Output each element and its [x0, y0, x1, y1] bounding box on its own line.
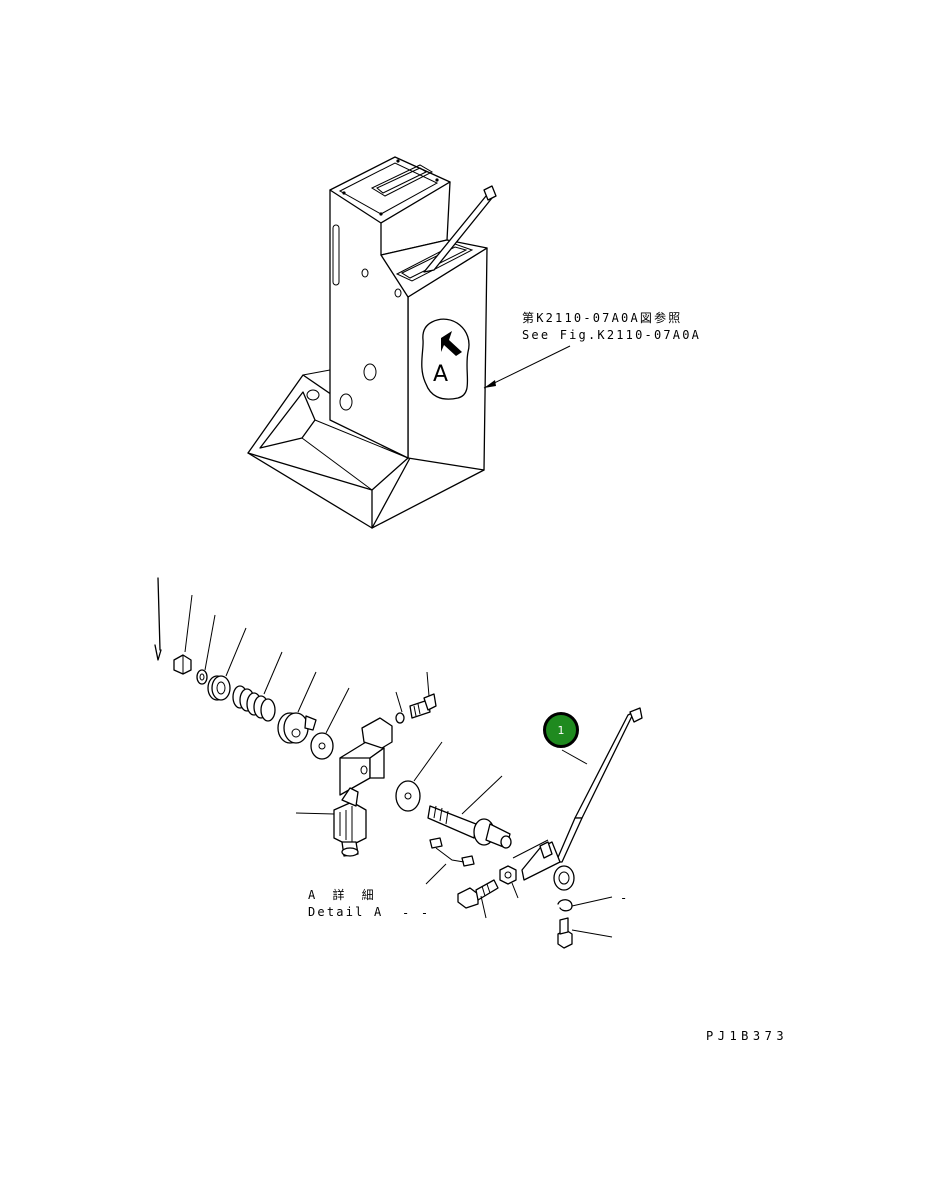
detail-japanese: A 詳 細	[308, 888, 379, 902]
rod-end	[333, 787, 367, 857]
spring	[232, 685, 276, 722]
detail-english: Detail A	[308, 905, 384, 919]
small-bolt-lower	[557, 917, 573, 949]
drawing-code: PJ1B373	[706, 1029, 789, 1043]
part-number-badge: 1	[543, 712, 579, 748]
exploded-parts	[154, 577, 643, 949]
hex-bolt	[457, 879, 499, 909]
arrow-icon	[441, 331, 462, 356]
large-washer	[395, 780, 421, 812]
callout-a-bubble	[421, 318, 470, 400]
lock-washer	[395, 712, 405, 724]
console-housing	[247, 156, 488, 529]
dash-mark: -	[620, 891, 630, 905]
shaft	[427, 805, 512, 849]
reference-japanese: 第K2110-07A0A図参照	[522, 311, 683, 325]
collar	[207, 675, 231, 701]
upper-lever	[423, 185, 497, 273]
snap-ring	[557, 899, 573, 912]
small-washer	[196, 669, 208, 685]
pins	[429, 837, 475, 867]
flat-washer	[310, 732, 334, 760]
reference-leader	[483, 345, 571, 389]
small-bolt	[409, 693, 437, 719]
dash-mark: - -	[402, 906, 431, 920]
nut	[499, 865, 517, 885]
hex-nut	[173, 654, 192, 675]
callout-letter: A	[433, 362, 451, 387]
cam-bushing	[277, 712, 317, 744]
reference-english: See Fig.K2110-07A0A	[522, 328, 702, 342]
bracket	[339, 717, 393, 796]
main-lever	[521, 707, 643, 891]
